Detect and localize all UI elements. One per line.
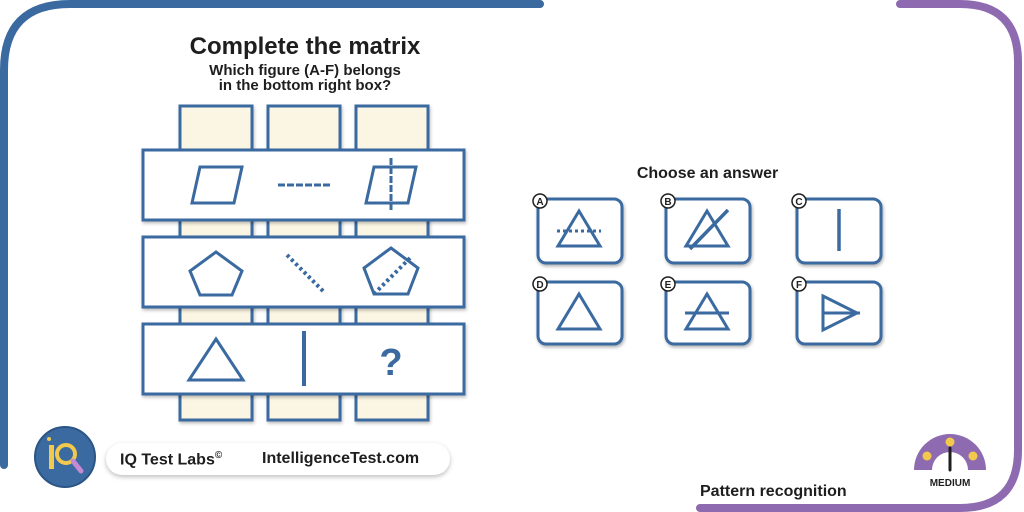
question-mark: ?	[379, 342, 402, 384]
brand-name-text: IQ Test Labs	[120, 451, 215, 469]
answer-letter-f: F	[796, 280, 802, 291]
triangle-icon	[555, 291, 603, 331]
answer-letter-c: C	[795, 197, 802, 208]
hard-face-icon	[968, 451, 978, 461]
difficulty-label: MEDIUM	[929, 478, 971, 489]
answer-option-c[interactable]: C	[791, 193, 883, 265]
triangle-with-horizontal-line-icon	[683, 291, 731, 331]
medium-face-icon	[945, 437, 955, 447]
answer-letter-b: B	[664, 197, 671, 208]
answer-letter-d: D	[536, 280, 543, 291]
parallelogram-with-dashed-vertical-line-icon	[364, 158, 418, 212]
answer-option-d[interactable]: D	[532, 276, 624, 346]
page-title: Complete the matrix	[189, 33, 421, 60]
answer-option-f[interactable]: F	[791, 276, 883, 346]
copyright-symbol: ©	[214, 450, 223, 461]
pentagon-with-dotted-diagonal-icon	[362, 246, 420, 297]
answer-option-e[interactable]: E	[660, 276, 752, 346]
brand-name: IQ Test Labs©	[120, 450, 222, 469]
easy-face-icon	[922, 451, 932, 461]
brand-site-link[interactable]: IntelligenceTest.com	[262, 450, 420, 467]
answer-letter-e: E	[665, 280, 672, 291]
answer-letter-a: A	[536, 197, 543, 208]
brand-pill: IQ Test Labs© IntelligenceTest.com	[106, 443, 450, 475]
triangle-with-diagonal-line-icon	[683, 208, 731, 251]
sideways-triangle-with-vertical-line-icon	[821, 293, 861, 333]
dotted-diagonal-line-icon	[285, 253, 326, 294]
page-subtitle: Which figure (A-F) belongs in the bottom…	[209, 62, 401, 94]
answer-option-a[interactable]: A	[532, 193, 624, 265]
category-label: Pattern recognition	[700, 483, 847, 500]
matrix-row-3: ?	[141, 322, 466, 396]
triangle-icon	[186, 336, 246, 382]
answers-prompt: Choose an answer	[636, 165, 779, 182]
difficulty-gauge	[914, 434, 986, 472]
parallelogram-icon	[190, 165, 244, 205]
answer-option-b[interactable]: B	[660, 193, 752, 265]
iq-magnifier-logo-icon	[34, 426, 96, 488]
matrix-row-1	[141, 148, 466, 222]
triangle-with-dotted-horizontal-line-icon	[555, 208, 603, 248]
matrix-row-2	[141, 235, 466, 309]
pentagon-icon	[188, 250, 244, 297]
